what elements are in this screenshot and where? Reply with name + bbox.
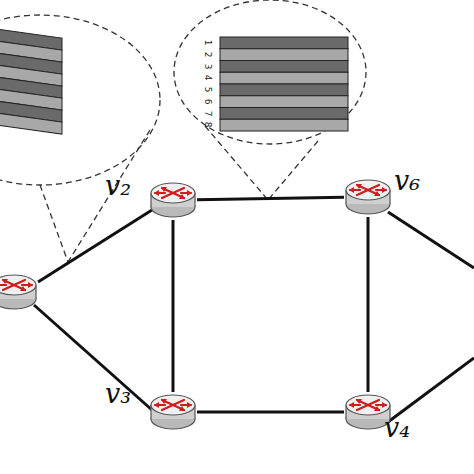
network-link <box>197 411 344 414</box>
router-node: v₃ <box>149 392 197 432</box>
slot-number: 6 <box>203 98 212 104</box>
router-node: v₄ <box>344 392 392 432</box>
node-label: v₄ <box>384 414 410 441</box>
node-label: v₆ <box>394 167 420 194</box>
slot-number: 7 <box>203 110 212 116</box>
router-icon <box>149 392 197 432</box>
slot-number: 4 <box>203 75 212 81</box>
network-link <box>197 197 344 199</box>
zoom-callout <box>174 0 366 200</box>
router-node: v₂ <box>149 180 197 220</box>
router-node: v₆ <box>344 177 392 217</box>
network-link <box>172 220 175 392</box>
slot-number: 5 <box>203 87 212 93</box>
slot-number: 2 <box>203 51 212 57</box>
router-icon <box>149 180 197 220</box>
node-label: v₂ <box>105 172 131 199</box>
slot-number: 3 <box>203 63 212 69</box>
network-link <box>34 210 474 422</box>
network-link <box>367 217 370 392</box>
slot-number: 8 <box>203 122 212 128</box>
zoom-callout <box>0 15 160 262</box>
slot-number: 1 <box>203 40 212 46</box>
node-label: v₃ <box>105 380 131 407</box>
router-icon <box>0 275 36 309</box>
router-icon <box>344 177 392 217</box>
